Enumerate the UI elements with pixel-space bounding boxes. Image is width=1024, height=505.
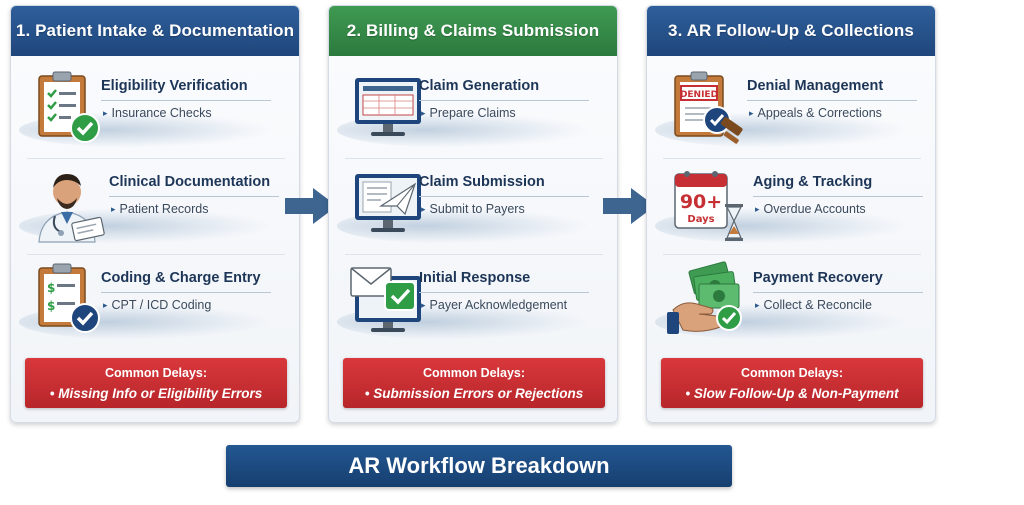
flow-arrow-icon	[603, 188, 655, 224]
step-payment-recovery: Payment Recovery ▸Collect & Reconcile	[647, 256, 935, 350]
step-title: Initial Response	[419, 270, 531, 286]
step-rule	[101, 100, 271, 101]
step-denial-management: DENIED Denial Management ▸Appeals & Corr…	[647, 64, 935, 158]
step-subtitle: ▸CPT / ICD Coding	[103, 298, 211, 312]
workflow-title-banner: AR Workflow Breakdown	[226, 445, 732, 487]
step-rule	[109, 196, 279, 197]
delays-label: Common Delays:	[422, 366, 526, 380]
cash-hand-icon	[667, 261, 742, 334]
delays-text: • Submission Errors or Rejections	[364, 386, 584, 401]
common-delays-banner: Common Delays: • Slow Follow-Up & Non-Pa…	[661, 358, 923, 408]
step-subtitle: ▸Payer Acknowledgement	[421, 298, 567, 312]
svg-text:$: $	[47, 299, 55, 313]
step-subtitle: ▸Insurance Checks	[103, 106, 212, 120]
step-subtitle-text: Submit to Payers	[429, 202, 525, 216]
stage-card-billing: 2. Billing & Claims Submission Claim Gen…	[328, 5, 618, 423]
aging-days-label: Days	[687, 214, 714, 225]
step-title: Clinical Documentation	[109, 174, 271, 190]
denied-stamp-text: DENIED	[680, 90, 718, 100]
step-subtitle: ▸Prepare Claims	[421, 106, 516, 120]
step-aging-tracking: 90+ Days Aging & Tracking ▸Overdue Accou…	[647, 160, 935, 254]
bullet-arrow-icon: ▸	[103, 108, 108, 118]
divider	[345, 158, 603, 159]
calendar-hourglass-icon: 90+ Days	[674, 171, 743, 241]
common-delays-banner: Common Delays: • Submission Errors or Re…	[343, 358, 605, 408]
bullet-arrow-icon: ▸	[421, 108, 426, 118]
step-subtitle-text: Insurance Checks	[111, 106, 212, 120]
divider	[27, 254, 285, 255]
step-claim-submission: Claim Submission ▸Submit to Payers	[329, 160, 617, 254]
divider	[345, 254, 603, 255]
delays-label: Common Delays:	[740, 366, 844, 380]
bullet-arrow-icon: ▸	[421, 204, 426, 214]
step-rule	[419, 292, 589, 293]
bullet-arrow-icon: ▸	[103, 300, 108, 310]
step-title: Aging & Tracking	[753, 174, 873, 190]
step-title: Denial Management	[747, 78, 884, 94]
bullet-arrow-icon: ▸	[111, 204, 116, 214]
step-coding-charge-entry: $ $ Coding & Charge Entry ▸CPT / ICD Cod…	[11, 256, 299, 350]
divider	[27, 158, 285, 159]
divider	[663, 254, 921, 255]
step-subtitle-text: Payer Acknowledgement	[429, 298, 568, 312]
bullet-arrow-icon: ▸	[755, 300, 760, 310]
stage-header: 3. AR Follow-Up & Collections	[647, 6, 935, 56]
step-clinical-documentation: Clinical Documentation ▸Patient Records	[11, 160, 299, 254]
step-initial-response: Initial Response ▸Payer Acknowledgement	[329, 256, 617, 350]
divider	[663, 158, 921, 159]
step-subtitle: ▸Collect & Reconcile	[755, 298, 872, 312]
step-title: Claim Generation	[419, 78, 540, 94]
step-subtitle-text: Collect & Reconcile	[763, 298, 872, 312]
stage-card-intake: 1. Patient Intake & Documentation Eligib…	[10, 5, 300, 423]
step-subtitle-text: CPT / ICD Coding	[111, 298, 212, 312]
delays-text: • Slow Follow-Up & Non-Payment	[685, 386, 899, 401]
step-subtitle-text: Overdue Accounts	[763, 202, 866, 216]
bullet-arrow-icon: ▸	[755, 204, 760, 214]
svg-text:$: $	[47, 281, 55, 295]
monitor-send-icon	[355, 174, 421, 232]
step-rule	[419, 100, 589, 101]
monitor-form-icon	[355, 78, 421, 136]
doctor-icon	[38, 174, 105, 243]
clipboard-check-icon	[38, 71, 100, 143]
step-subtitle: ▸Overdue Accounts	[755, 202, 866, 216]
step-rule	[753, 292, 923, 293]
coding-clipboard-icon: $ $	[38, 263, 100, 333]
step-rule	[101, 292, 271, 293]
step-subtitle-text: Appeals & Corrections	[757, 106, 882, 120]
delays-label: Common Delays:	[104, 366, 208, 380]
step-rule	[753, 196, 923, 197]
step-rule	[419, 196, 589, 197]
step-subtitle: ▸Appeals & Corrections	[749, 106, 882, 120]
step-rule	[747, 100, 917, 101]
monitor-mail-check-icon	[350, 267, 421, 332]
flow-arrow-icon	[285, 188, 337, 224]
step-subtitle-text: Prepare Claims	[429, 106, 516, 120]
stage-card-collections: 3. AR Follow-Up & Collections DENIED Den…	[646, 5, 936, 423]
step-subtitle: ▸Patient Records	[111, 202, 208, 216]
bullet-arrow-icon: ▸	[749, 108, 754, 118]
step-subtitle-text: Patient Records	[119, 202, 209, 216]
delays-text: • Missing Info or Eligibility Errors	[49, 386, 263, 401]
denied-gavel-icon: DENIED	[674, 71, 743, 144]
stage-header: 2. Billing & Claims Submission	[329, 6, 617, 56]
step-title: Eligibility Verification	[101, 78, 248, 94]
step-title: Claim Submission	[419, 174, 545, 190]
step-title: Payment Recovery	[753, 270, 883, 286]
aging-days-number: 90+	[680, 191, 722, 213]
step-subtitle: ▸Submit to Payers	[421, 202, 525, 216]
common-delays-banner: Common Delays: • Missing Info or Eligibi…	[25, 358, 287, 408]
stage-header: 1. Patient Intake & Documentation	[11, 6, 299, 56]
step-claim-generation: Claim Generation ▸Prepare Claims	[329, 64, 617, 158]
step-eligibility-verification: Eligibility Verification ▸Insurance Chec…	[11, 64, 299, 158]
bullet-arrow-icon: ▸	[421, 300, 426, 310]
step-title: Coding & Charge Entry	[101, 270, 261, 286]
